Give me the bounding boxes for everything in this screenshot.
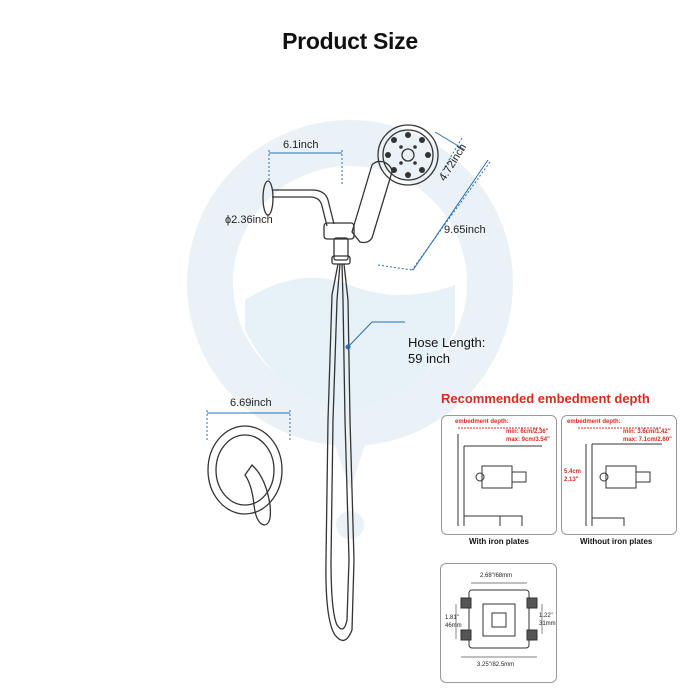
trim-width-label: 6.69inch (230, 397, 272, 409)
embedment-min: min: 3.6cm/1.42" (623, 429, 671, 435)
caption-iron-plates: With iron plates (469, 537, 529, 546)
valve-lever (244, 464, 272, 526)
embedment-label: embedment depth: (455, 419, 509, 425)
page-title: Product Size (282, 28, 418, 54)
side-depth: 5.4cm (564, 469, 582, 475)
hose (325, 263, 355, 642)
valve-trim-plate (207, 425, 283, 515)
shower-arm (272, 189, 335, 225)
embedment-max: max: 9cm/3.54" (506, 437, 550, 443)
valve-right-dim: 1.22" (539, 613, 553, 619)
embedment-title: Recommended embedment depth (441, 391, 650, 406)
arm-length-label: 6.1inch (283, 139, 319, 151)
valve-left-dim: 1.81" (445, 615, 459, 621)
valve-drawing (455, 582, 543, 658)
flange-diameter-label: ϕ2.36inch (225, 214, 273, 226)
hose-length-value: 59 inch (408, 351, 450, 366)
handheld-handle (351, 160, 393, 244)
handle-length-label: 9.65inch (444, 224, 486, 236)
panel-drawing (578, 427, 662, 526)
embedment-min: min: 6cm/2.36" (506, 429, 549, 435)
hose-length-label: Hose Length: (408, 335, 486, 350)
wall-flange (262, 180, 274, 216)
valve-body-panel: 2.68"/68mm 1.81" 46mm 1.22" 31mm 3.25"/8… (440, 563, 557, 683)
handheld-holder (323, 222, 355, 240)
panel-drawing (457, 427, 542, 526)
spray-nozzles (385, 132, 431, 178)
valve-left-dim-mm: 46mm (445, 623, 462, 629)
shower-head (377, 124, 439, 186)
valve-top-dim: 2.68"/68mm (480, 573, 513, 579)
caption-no-plates: Without iron plates (580, 537, 653, 546)
embedment-label: embedment depth: (567, 419, 621, 425)
embedment-panel-iron-plates: embedment depth: min: 6cm/2.36" max: 9cm… (441, 415, 557, 535)
embedment-panel-no-plates: embedment depth: min: 3.6cm/1.42" max: 7… (561, 415, 677, 535)
side-depth-inch: 2.13" (564, 477, 579, 483)
embedment-max: max: 7.1cm/2.60" (623, 437, 672, 443)
valve-bottom-dim: 3.25"/82.5mm (477, 662, 515, 668)
valve-right-dim-mm: 31mm (539, 621, 556, 627)
